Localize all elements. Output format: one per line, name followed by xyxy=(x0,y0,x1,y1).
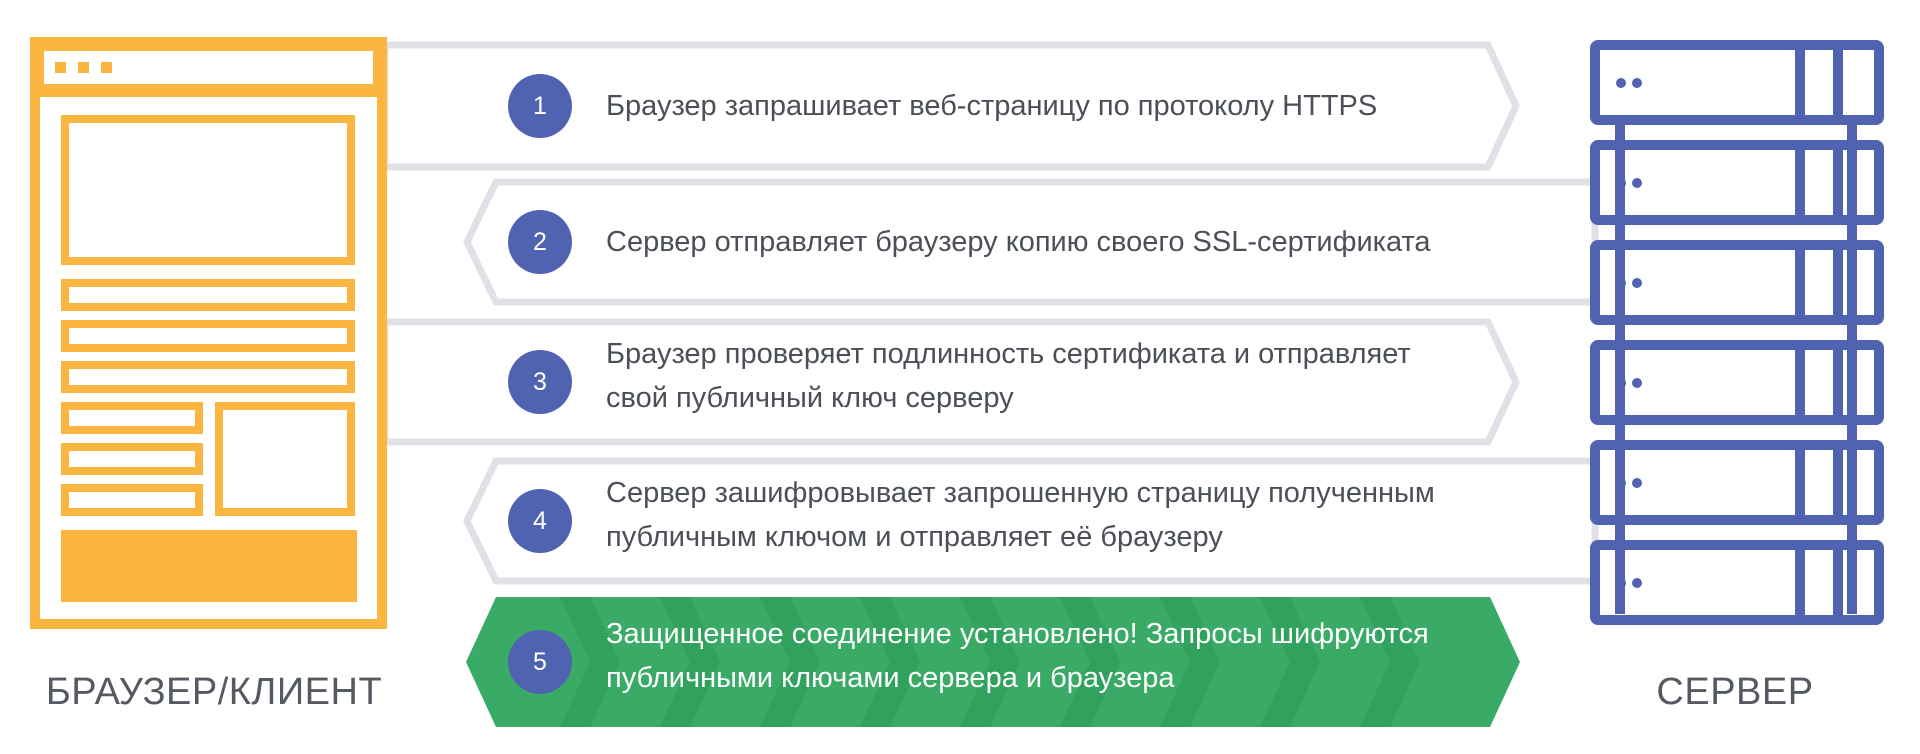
step-1-text: Браузер запрашивает веб-страницу по прот… xyxy=(606,84,1377,128)
client-label: БРАУЗЕР/КЛИЕНТ xyxy=(45,671,383,713)
step-3-text: Браузер проверяет подлинность сертификат… xyxy=(606,332,1411,420)
step-5-line-1: Защищенное соединение установлено! Запро… xyxy=(606,618,1429,650)
step-5-number-badge: 5 xyxy=(508,630,572,694)
step-1-number-badge: 1 xyxy=(508,74,572,138)
step-4-line-1: Сервер зашифровывает запрошенную страниц… xyxy=(606,477,1435,509)
step-3-line-2: свой публичный ключ серверу xyxy=(606,382,1014,414)
step-1-line-1: Браузер запрашивает веб-страницу по прот… xyxy=(606,90,1378,122)
step-2-line-1: Сервер отправляет браузеру копию своего … xyxy=(606,226,1431,258)
step-5-text: Защищенное соединение установлено! Запро… xyxy=(606,612,1429,700)
step-4-line-2: публичным ключом и отправляет её браузер… xyxy=(606,521,1223,553)
step-4-text: Сервер зашифровывает запрошенную страниц… xyxy=(606,471,1435,559)
step-4-arrow xyxy=(463,457,1599,585)
browser-window-icon xyxy=(30,37,387,629)
step-2-text: Сервер отправляет браузеру копию своего … xyxy=(606,220,1431,264)
server-rack-icon xyxy=(1590,40,1884,625)
step-2-number-badge: 2 xyxy=(508,210,572,274)
step-4-number-badge: 4 xyxy=(508,489,572,553)
step-5-arrow xyxy=(466,597,1520,727)
server-label: СЕРВЕР xyxy=(1656,671,1814,713)
step-5-line-2: публичными ключами сервера и браузера xyxy=(606,662,1175,694)
step-3-line-1: Браузер проверяет подлинность сертификат… xyxy=(606,338,1411,370)
step-2-arrow xyxy=(463,178,1599,306)
step-3-number-badge: 3 xyxy=(508,350,572,414)
